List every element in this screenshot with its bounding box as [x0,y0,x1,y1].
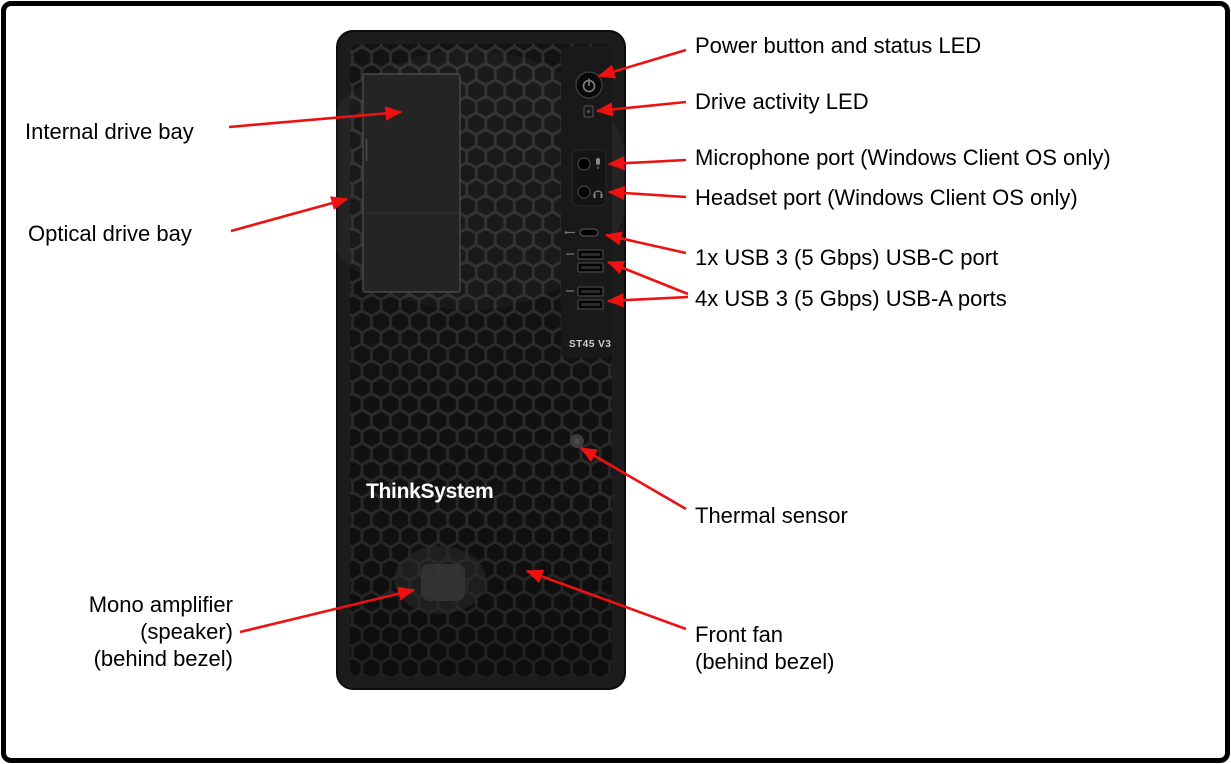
arrow-microphone-port [607,156,687,171]
speaker-patch [394,546,486,614]
thermal-sensor-spot [570,434,584,448]
arrow-thermal-sensor [579,446,687,511]
label-microphone-port: Microphone port (Windows Client OS only) [695,145,1111,170]
disk-icon [583,105,594,118]
arrow-drive-activity-led [595,100,687,117]
brand-logo: ThinkSystem [366,480,493,503]
label-optical-drive-bay: Optical drive bay [28,221,192,246]
label-internal-drive-bay: Internal drive bay [25,119,194,144]
arrow-optical-drive-bay [230,196,349,233]
label-power-button: Power button and status LED [695,33,982,58]
label-front-fan: Front fan (behind bezel) [695,622,835,674]
label-mono-amplifier: Mono amplifier (speaker) (behind bezel) [88,592,233,671]
label-headset-port: Headset port (Windows Client OS only) [695,185,1078,210]
microphone-jack [577,157,600,171]
model-label: ST45 V3 [569,339,611,350]
label-thermal-sensor: Thermal sensor [695,503,848,528]
drive-activity-led [583,105,594,118]
audio-jacks [571,149,607,207]
arrow-usb-a-upper [606,260,689,296]
drive-bay-cover [362,73,461,293]
usb-a-ports-lower [566,286,604,310]
microphone-icon [596,158,600,165]
arrow-power-button [597,48,687,79]
arrow-usb-a-lower [606,293,689,308]
arrow-usb-c-port [604,231,687,255]
arrow-internal-drive-bay [228,106,403,129]
headset-jack [577,185,603,199]
arrow-mono-amplifier [239,586,416,634]
label-drive-activity-led: Drive activity LED [695,89,869,114]
headset-icon [593,190,603,196]
label-usb-c-port: 1x USB 3 (5 Gbps) USB-C port [695,245,999,270]
usb-a-ports-upper [566,249,604,273]
label-usb-a-ports: 4x USB 3 (5 Gbps) USB-A ports [695,286,1007,311]
power-button [575,71,603,99]
callout-arrows [228,48,689,634]
arrow-headset-port [607,185,687,201]
arrow-front-fan [525,569,687,631]
usb-c-port [564,228,599,237]
front-io-panel: ST45 V3 [561,46,612,358]
